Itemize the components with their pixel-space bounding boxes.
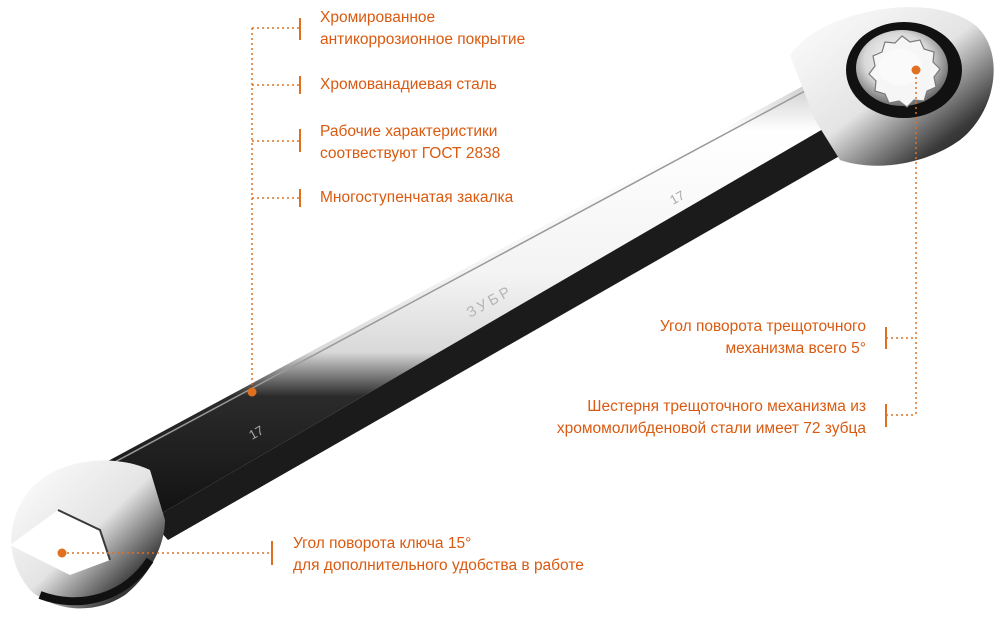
callout-dots — [57, 65, 921, 558]
ratchet-head — [790, 7, 994, 166]
callout-gear-line1: Шестерня трещоточного механизма из — [587, 398, 866, 415]
wrench-handle — [95, 78, 850, 540]
callout-steel-line1: Хромованадиевая сталь — [320, 76, 497, 93]
callout-gost-line1: Рабочие характеристики — [320, 123, 498, 140]
size-marking-head: 17 — [667, 187, 687, 207]
callout-hardening: Многоступенчатая закалка — [320, 187, 513, 209]
callout-key-angle-line2: для дополнительного удобства в работе — [293, 557, 584, 574]
callout-chrome-coating-line1: Хромированное — [320, 9, 436, 26]
callout-ratchet-angle-line1: Угол поворота трещоточного — [659, 318, 866, 335]
callout-ratchet-angle-line2: механизма всего 5° — [725, 340, 866, 357]
callout-chrome-coating-line2: антикоррозионное покрытие — [320, 31, 526, 48]
callout-chrome-coating: Хромированное антикоррозионное покрытие — [320, 7, 525, 51]
callout-hardening-line1: Многоступенчатая закалка — [320, 189, 514, 206]
open-end-head — [10, 460, 165, 609]
callout-gear: Шестерня трещоточного механизма из хромо… — [557, 396, 866, 440]
callout-leaders — [62, 18, 917, 565]
callout-gost-line2: соотвествуют ГОСТ 2838 — [320, 145, 501, 162]
size-marking-shaft: 17 — [246, 422, 266, 442]
callout-key-angle: Угол поворота ключа 15° для дополнительн… — [293, 533, 584, 577]
callout-gost: Рабочие характеристики соотвествуют ГОСТ… — [320, 121, 500, 165]
callout-steel: Хромованадиевая сталь — [320, 74, 497, 96]
callout-ratchet-angle: Угол поворота трещоточного механизма все… — [660, 316, 866, 360]
callout-gear-line2: хромомолибденовой стали имеет 72 зубца — [556, 420, 866, 437]
callout-key-angle-line1: Угол поворота ключа 15° — [293, 535, 472, 552]
